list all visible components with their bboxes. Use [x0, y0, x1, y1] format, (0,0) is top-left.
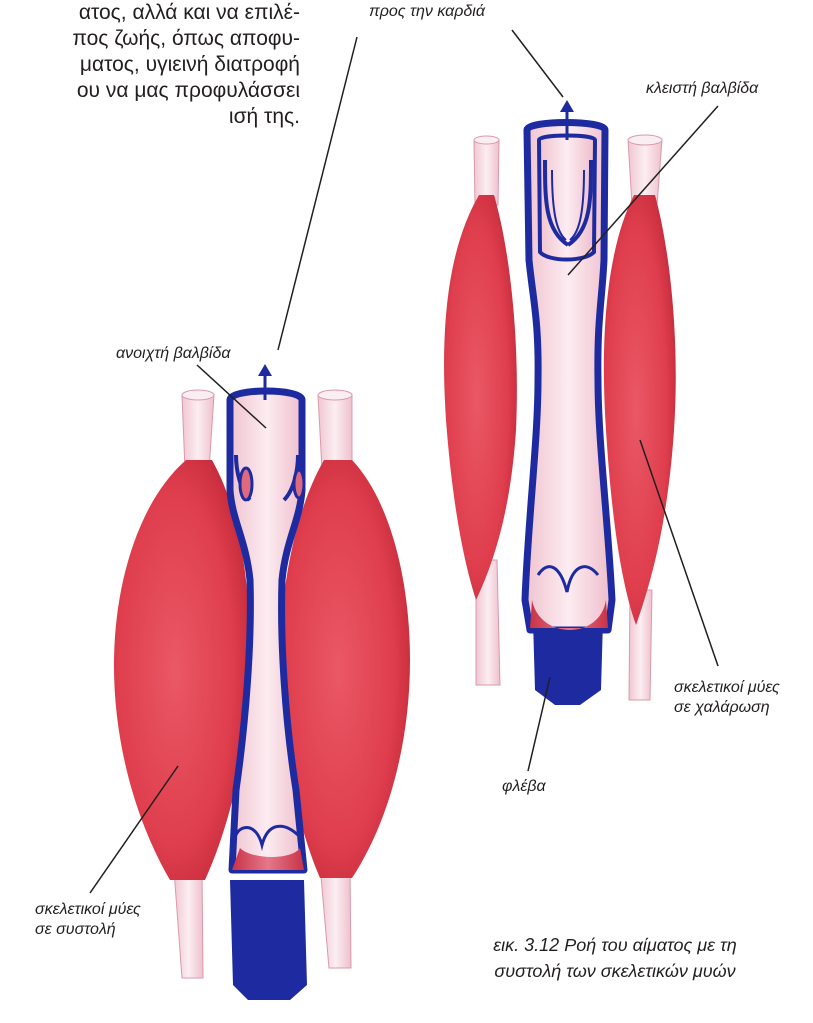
figure-caption-line1: εικ. 3.12 Ροή του αίματος με τη [430, 932, 800, 958]
figure-caption-line2: συστολή των σκελετικών μυών [430, 958, 800, 984]
figure-caption: εικ. 3.12 Ροή του αίματος με τη συστολή … [430, 932, 800, 984]
leader-line-to-heart-right [512, 30, 563, 97]
label-muscles-relaxed-line1: σκελετικοί μύες [674, 678, 780, 698]
label-muscles-relaxed: σκελετικοί μύες σε χαλάρωση [674, 678, 780, 718]
leader-line-to-heart-left [278, 37, 357, 350]
label-muscles-contracted-line2: σε συστολή [35, 920, 141, 940]
relaxed-left-muscle [444, 136, 517, 685]
label-muscles-relaxed-line2: σε χαλάρωση [674, 698, 780, 718]
label-vein: φλέβα [502, 777, 546, 797]
label-muscles-contracted: σκελετικοί μύες σε συστολή [35, 900, 141, 940]
label-open-valve: ανοιχτή βαλβίδα [116, 344, 230, 364]
relaxed-right-muscle [604, 135, 676, 700]
contracted-muscle-figure [114, 364, 410, 1000]
relaxed-vein [525, 100, 612, 705]
relaxed-muscle-figure [444, 100, 676, 705]
label-muscles-contracted-line1: σκελετικοί μύες [35, 900, 141, 920]
label-to-heart: προς την καρδιά [369, 2, 485, 22]
label-closed-valve: κλειστή βαλβίδα [646, 79, 758, 99]
